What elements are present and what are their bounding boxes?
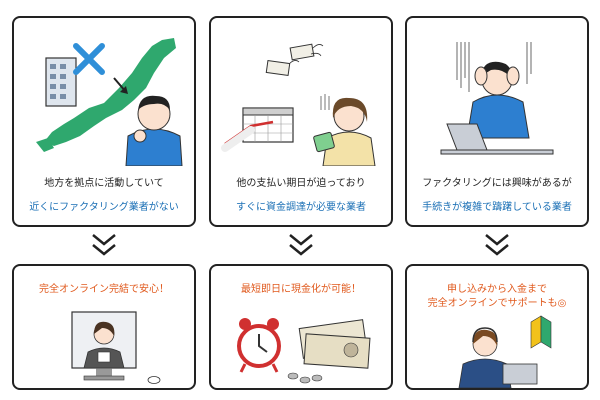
solution-card-sameday: 最短即日に現金化が可能！ <box>209 264 393 390</box>
clock-money-illustration <box>237 318 371 384</box>
woman-hair <box>332 97 368 122</box>
deadline-illustration <box>221 43 376 166</box>
solution-card-online: 完全オンライン完結で安心！ <box>12 264 196 390</box>
man-hand-left <box>474 66 488 86</box>
solution-text-1: 申し込みから入金まで <box>447 284 547 295</box>
chevron-down-icon <box>92 234 116 256</box>
problem-line-2: 手続きが複雑で躊躇している業者 <box>422 202 572 213</box>
man-suit <box>466 94 530 139</box>
problem-line-2: すぐに資金調達が必要な業者 <box>236 202 366 213</box>
banknotes-icon <box>298 319 371 369</box>
problem-card-deadline: 他の支払い期日が迫っており すぐに資金調達が必要な業者 <box>209 16 393 227</box>
flying-money-icon <box>265 43 324 77</box>
man-hair <box>481 61 512 78</box>
operator-hair <box>473 329 498 346</box>
coins-icon <box>287 372 323 384</box>
problem-line-1: 地方を拠点に活動していて <box>44 178 164 189</box>
chevron-down-icon <box>289 234 313 256</box>
solution-text: 完全オンライン完結で安心！ <box>39 284 169 295</box>
cross-icon <box>73 43 105 75</box>
mouse-icon <box>147 376 161 384</box>
man-hair <box>138 95 170 110</box>
stressed-man-illustration <box>440 42 554 155</box>
solution-text: 最短即日に現金化が可能！ <box>241 284 361 295</box>
gloom-lines <box>456 42 532 92</box>
problem-card-rural: 地方を拠点に活動していて 近くにファクタリング業者がない <box>12 16 196 227</box>
japan-map-kyushu <box>36 138 54 152</box>
gloom-lines <box>320 94 330 110</box>
chevron-down-icon <box>485 234 509 256</box>
problem-line-1: 他の支払い期日が迫っており <box>236 178 366 189</box>
beginner-mark-icon <box>530 315 542 349</box>
man-hand <box>133 129 147 143</box>
monitor-woman-illustration <box>71 311 161 384</box>
building-windows <box>50 64 66 99</box>
man-hand-right <box>506 66 520 86</box>
operator-illustration <box>458 315 552 388</box>
problem-card-complex: ファクタリングには興味があるが 手続きが複雑で躊躇している業者 <box>405 16 589 227</box>
smartphone-icon <box>313 131 335 153</box>
document-icon <box>97 351 111 363</box>
woman-hair <box>94 321 115 336</box>
problem-line-1: ファクタリングには興味があるが <box>422 178 572 189</box>
headset-icon <box>472 327 498 343</box>
japan-map-illustration <box>36 38 183 166</box>
solution-text-2: 完全オンラインでサポートも◎ <box>427 298 567 309</box>
japan-map <box>44 38 176 146</box>
solution-card-support: 申し込みから入金まで 完全オンラインでサポートも◎ <box>405 264 589 390</box>
laptop-icon <box>502 363 538 385</box>
problem-line-2: 近くにファクタリング業者がない <box>29 202 179 213</box>
